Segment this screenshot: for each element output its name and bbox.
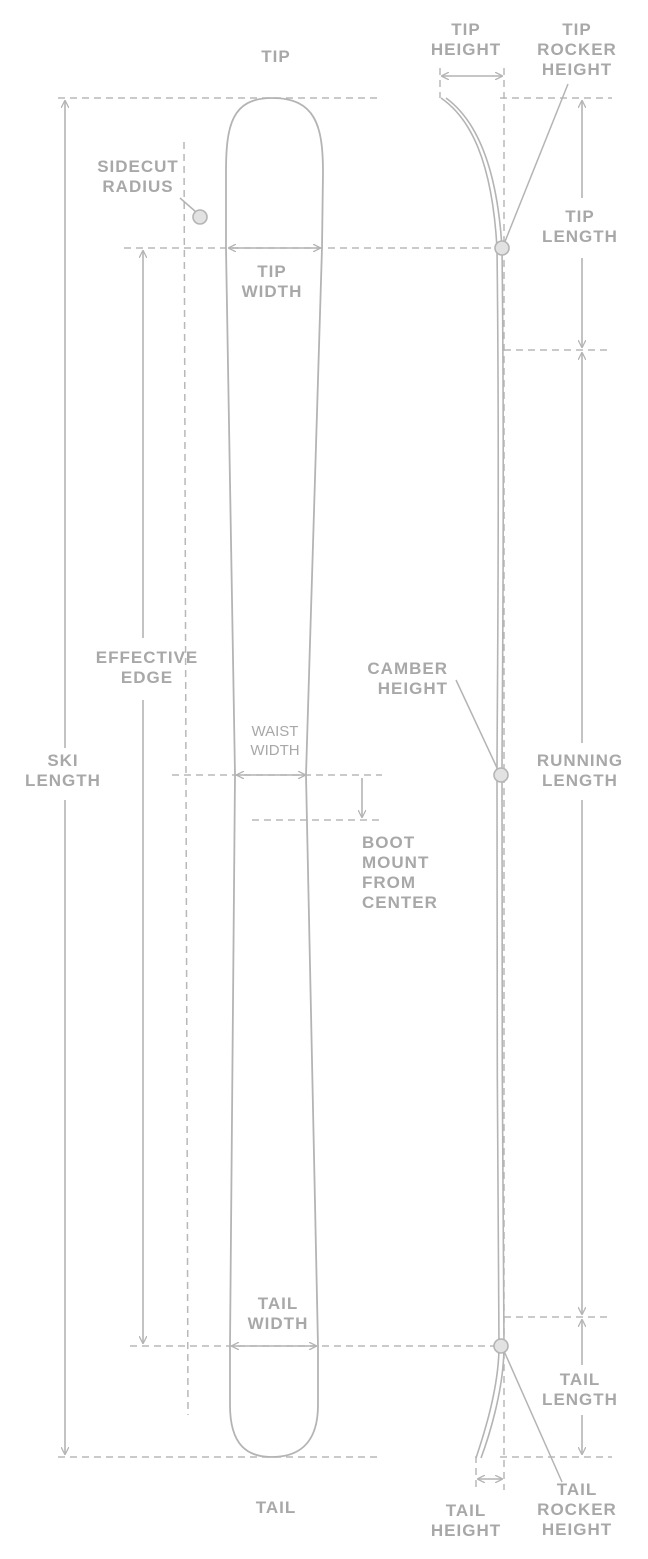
waist-width-label: WAIST WIDTH (250, 723, 300, 759)
sidecut-arc-guide (183, 141, 189, 1416)
tip-width-label: TIP WIDTH (241, 262, 303, 301)
sidecut-radius-marker (192, 209, 208, 225)
tip-label: TIP (261, 47, 291, 66)
camber-marker (493, 767, 509, 783)
tail-label: TAIL (255, 1498, 297, 1517)
tail-width-label: TAIL WIDTH (247, 1294, 309, 1333)
tail-rocker-height-label: TAIL ROCKER HEIGHT (537, 1480, 617, 1539)
ski-length-label: SKI LENGTH (25, 751, 101, 790)
tip-height-label: TIP HEIGHT (430, 20, 502, 59)
sidecut-leader (179, 197, 197, 213)
ski-top-view-outline (225, 97, 324, 1458)
sidecut-radius-label: SIDECUT RADIUS (97, 157, 179, 196)
running-length-label: RUNNING LENGTH (536, 751, 624, 790)
camber-leader (455, 679, 499, 771)
tail-rocker-leader (503, 1350, 563, 1483)
tip-rocker-leader (503, 83, 569, 245)
tip-contact-marker (494, 240, 510, 256)
camber-height-label: CAMBER HEIGHT (367, 659, 448, 698)
tail-height-label: TAIL HEIGHT (430, 1501, 502, 1540)
tail-contact-marker (493, 1338, 509, 1354)
boot-mount-from-center-label: BOOT MOUNT FROM CENTER (362, 833, 438, 912)
tip-rocker-height-label: TIP ROCKER HEIGHT (537, 20, 617, 79)
effective-edge-label: EFFECTIVE EDGE (95, 648, 199, 687)
tail-length-label: TAIL LENGTH (542, 1370, 618, 1409)
tip-length-label: TIP LENGTH (542, 207, 618, 246)
